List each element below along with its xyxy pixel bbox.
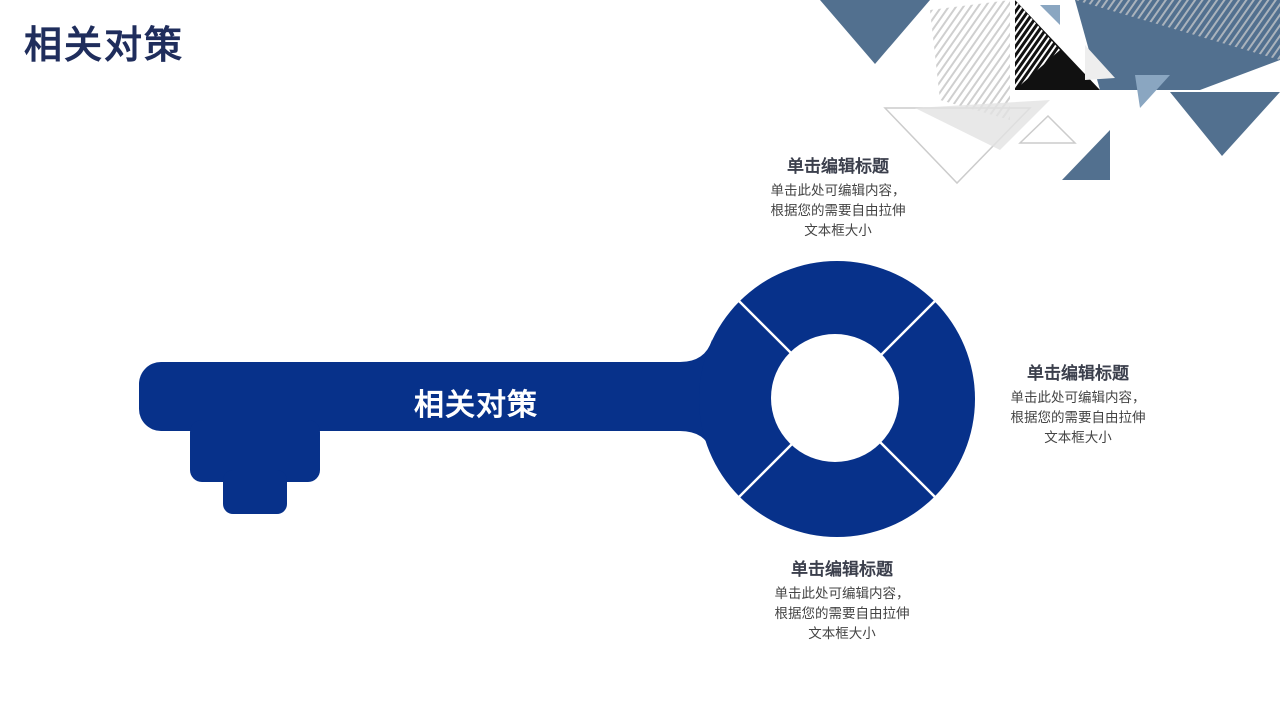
block-line: 文本框大小 [808, 626, 876, 642]
key-label: 相关对策 [414, 388, 538, 423]
page-title: 相关对策 [24, 23, 185, 67]
block-line: 根据您的需要自由拉伸 [774, 606, 910, 622]
text-block-right[interactable]: 单击编辑标题 单击此处可编辑内容， 根据您的需要自由拉伸 文本框大小 [958, 359, 1198, 448]
block-line: 单击此处可编辑内容， [1010, 390, 1146, 406]
block-line: 根据您的需要自由拉伸 [1010, 410, 1146, 426]
block-line: 根据您的需要自由拉伸 [770, 203, 906, 219]
decorative-triangles [820, 0, 1280, 185]
block-line: 文本框大小 [1044, 430, 1112, 446]
block-title: 单击编辑标题 [1027, 364, 1129, 384]
block-title: 单击编辑标题 [787, 157, 889, 177]
text-block-top[interactable]: 单击编辑标题 单击此处可编辑内容， 根据您的需要自由拉伸 文本框大小 [718, 152, 958, 241]
block-line: 单击此处可编辑内容， [774, 586, 910, 602]
block-title: 单击编辑标题 [791, 560, 893, 580]
block-line: 单击此处可编辑内容， [770, 183, 906, 199]
key-ring [699, 261, 975, 537]
text-block-bottom[interactable]: 单击编辑标题 单击此处可编辑内容， 根据您的需要自由拉伸 文本框大小 [722, 555, 962, 644]
key-shape [139, 340, 719, 514]
block-line: 文本框大小 [804, 223, 872, 239]
